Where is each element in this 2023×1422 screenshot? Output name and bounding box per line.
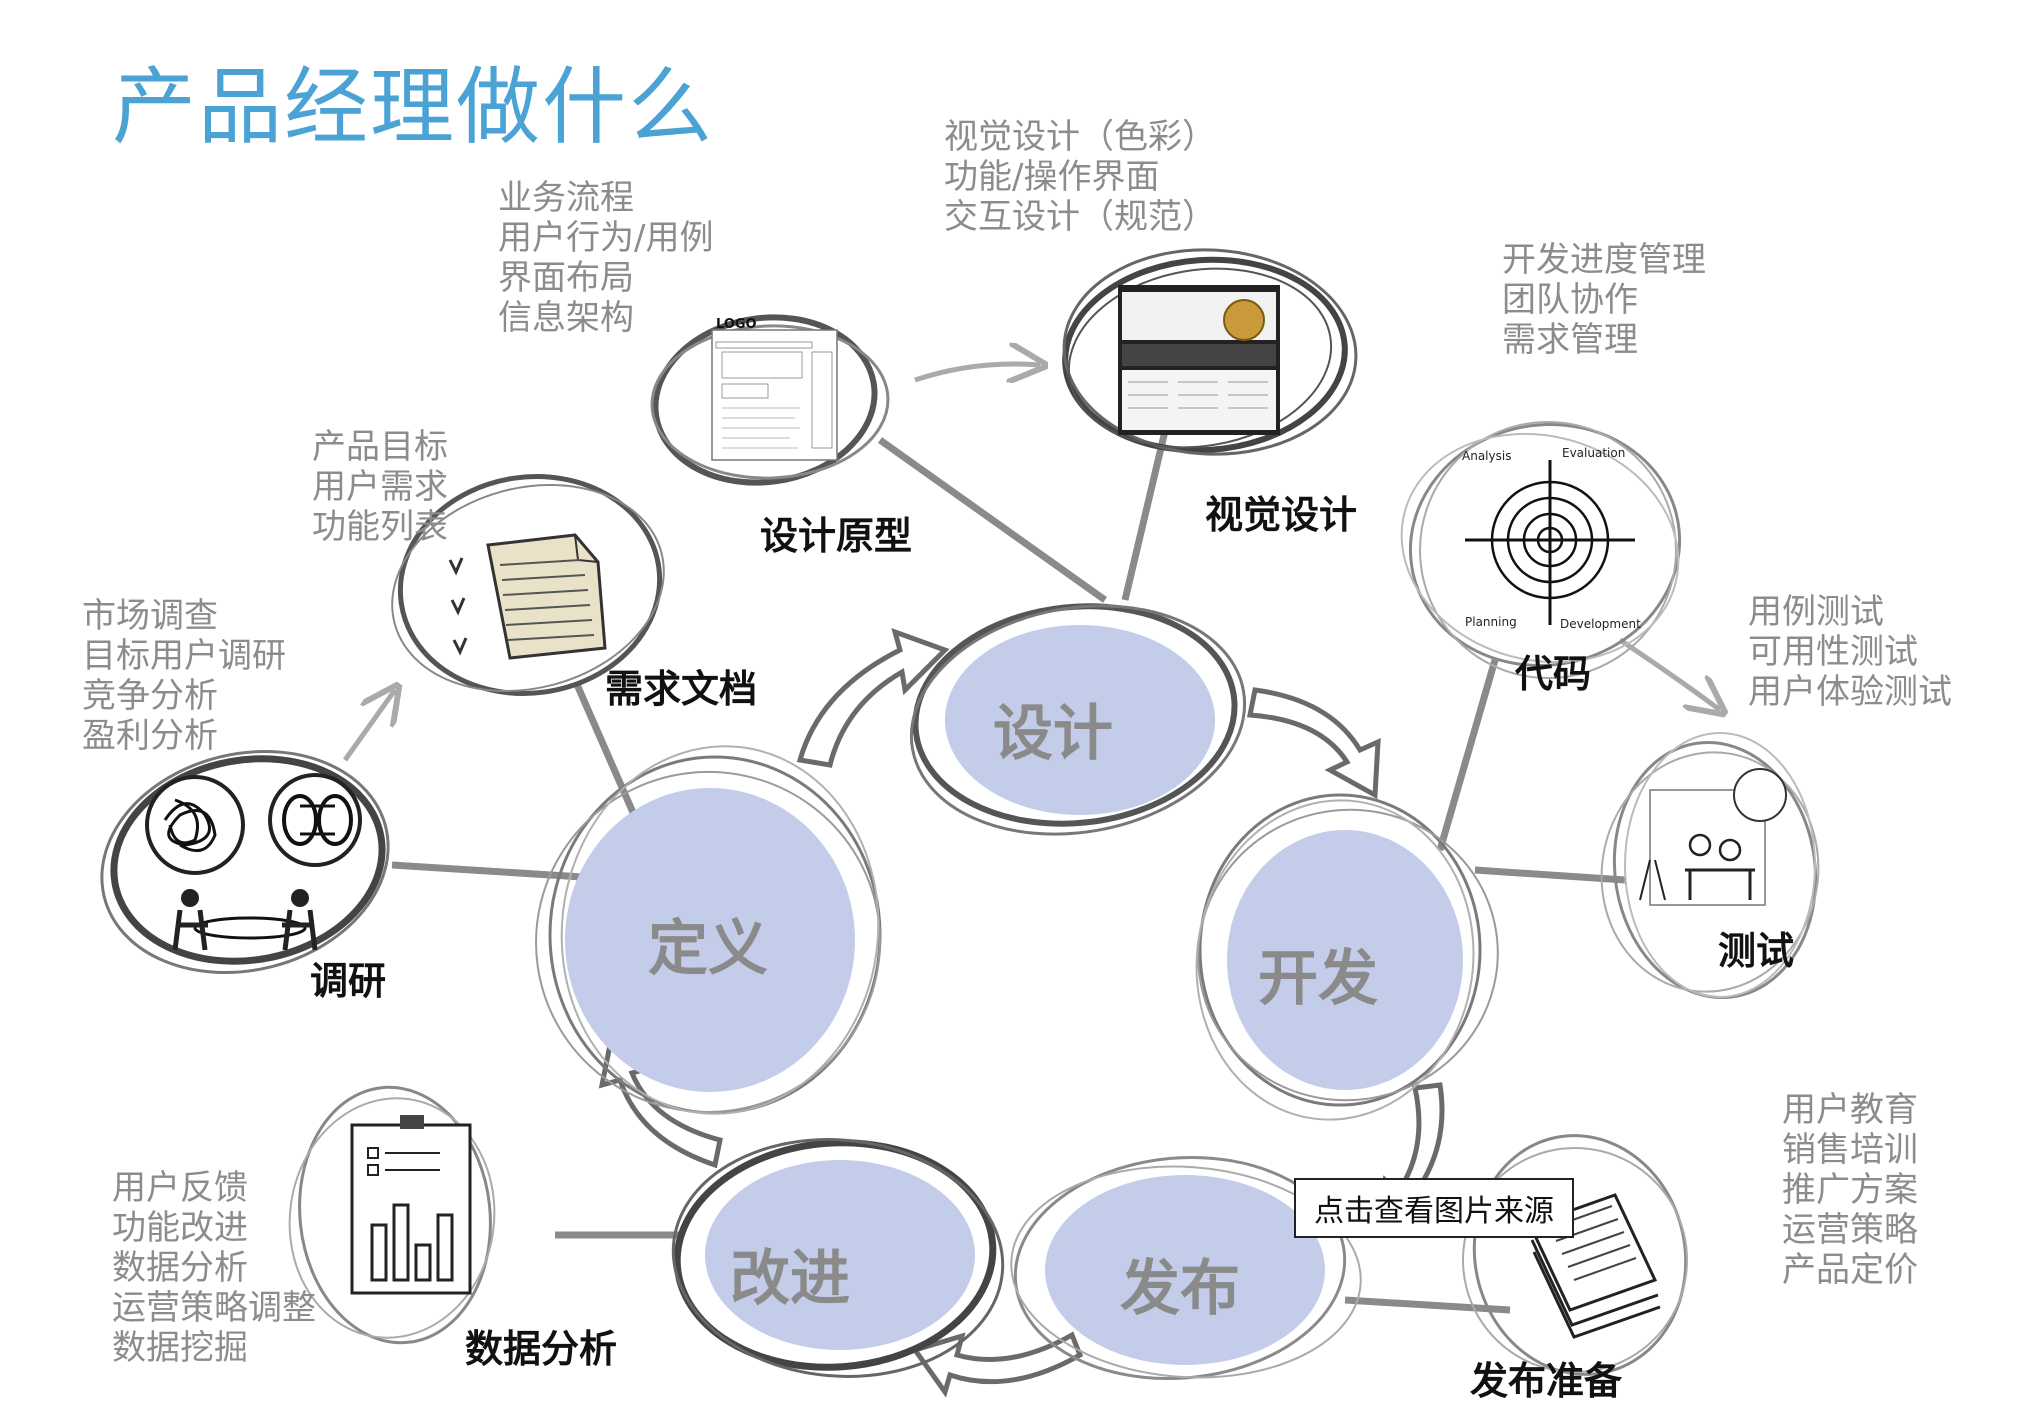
connector-code-develop xyxy=(1436,659,1499,851)
arrow-research-to-requirements xyxy=(342,690,395,762)
notes-code: 开发进度管理 团队协作 需求管理 xyxy=(1502,240,1706,360)
phase-label-define: 定义 xyxy=(648,914,768,984)
notes-research: 市场调查 目标用户调研 竞争分析 盈利分析 xyxy=(82,596,286,756)
note-item: 功能列表 xyxy=(312,507,448,547)
phase-circle-define xyxy=(535,745,882,1115)
notes-requirements: 产品目标 用户需求 功能列表 xyxy=(312,427,448,547)
note-item: 运营策略 xyxy=(1782,1210,1918,1250)
connector-lines xyxy=(391,409,1626,1314)
svg-text:Development: Development xyxy=(1560,617,1641,631)
speech-bubble xyxy=(1733,768,1787,822)
node-label-prototype: 设计原型 xyxy=(760,514,913,558)
note-item: 交互设计（规范） xyxy=(944,197,1216,237)
arrow-define-to-design xyxy=(796,628,950,768)
connector-testing-develop xyxy=(1474,866,1626,884)
note-item: 数据分析 xyxy=(112,1248,248,1288)
notes-testing: 用例测试 可用性测试 用户体验测试 xyxy=(1748,592,1952,712)
connector-visual-design xyxy=(1121,409,1174,601)
research-illustration xyxy=(100,749,390,975)
note-item: 功能/操作界面 xyxy=(944,157,1160,197)
guide-arrows xyxy=(342,364,1720,762)
note-item: 开发进度管理 xyxy=(1502,240,1706,280)
node-label-requirements: 需求文档 xyxy=(605,667,758,711)
note-item: 用户体验测试 xyxy=(1748,672,1952,712)
note-item: 界面布局 xyxy=(498,258,634,298)
note-item: 推广方案 xyxy=(1782,1170,1918,1210)
phase-circle-develop xyxy=(1195,793,1499,1121)
note-item: 用户教育 xyxy=(1782,1090,1918,1130)
node-label-research: 调研 xyxy=(310,959,387,1003)
code-illustration: Analysis Evaluation Planning Development xyxy=(1400,421,1682,679)
node-label-data-analysis: 数据分析 xyxy=(465,1327,618,1371)
view-image-source-button[interactable]: 点击查看图片来源 xyxy=(1294,1178,1574,1238)
thought-bubble-tangle xyxy=(145,775,245,875)
note-item: 功能改进 xyxy=(112,1208,248,1248)
arrow-prototype-to-visual xyxy=(914,364,1040,380)
phase-circle-improve xyxy=(671,1138,1005,1378)
notes-visual: 视觉设计（色彩） 功能/操作界面 交互设计（规范） xyxy=(944,117,1216,237)
phase-circle-release xyxy=(1010,1155,1362,1381)
svg-text:LOGO: LOGO xyxy=(716,317,757,332)
note-item: 用户反馈 xyxy=(112,1168,248,1208)
note-item: 目标用户调研 xyxy=(82,636,286,676)
visual-design-illustration xyxy=(1062,248,1358,456)
svg-text:Planning: Planning xyxy=(1465,615,1517,629)
phase-label-design: 设计 xyxy=(993,699,1113,769)
data-analysis-illustration xyxy=(288,1085,496,1345)
note-item: 用户需求 xyxy=(312,467,448,507)
notes-prototype: 业务流程 用户行为/用例 界面布局 信息架构 xyxy=(498,178,713,338)
note-item: 销售培训 xyxy=(1782,1130,1918,1170)
requirements-illustration xyxy=(391,474,665,696)
phase-label-develop: 开发 xyxy=(1258,944,1378,1014)
svg-text:Analysis: Analysis xyxy=(1462,449,1511,463)
page-title: 产品经理做什么 xyxy=(112,58,715,156)
note-item: 用例测试 xyxy=(1748,592,1884,632)
node-label-release-prep: 发布准备 xyxy=(1470,1359,1623,1403)
meeting-table xyxy=(193,916,307,940)
node-label-code: 代码 xyxy=(1515,652,1592,696)
notes-data-analysis: 用户反馈 功能改进 数据分析 运营策略调整 数据挖掘 xyxy=(112,1168,316,1368)
note-item: 产品定价 xyxy=(1782,1250,1918,1290)
note-item: 数据挖掘 xyxy=(112,1328,248,1368)
note-item: 可用性测试 xyxy=(1748,632,1918,672)
cycle-arrows xyxy=(598,628,1445,1398)
note-item: 市场调查 xyxy=(82,596,218,636)
node-label-visual: 视觉设计 xyxy=(1205,493,1358,537)
svg-text:Evaluation: Evaluation xyxy=(1562,446,1625,460)
phase-label-release: 发布 xyxy=(1120,1254,1240,1324)
note-item: 需求管理 xyxy=(1502,320,1638,360)
note-item: 业务流程 xyxy=(498,178,634,218)
note-item: 用户行为/用例 xyxy=(498,218,714,258)
note-item: 运营策略调整 xyxy=(112,1288,316,1328)
arrow-code-to-testing xyxy=(1618,637,1720,710)
note-item: 产品目标 xyxy=(312,427,448,467)
notes-release-prep: 用户教育 销售培训 推广方案 运营策略 产品定价 xyxy=(1782,1090,1918,1290)
phase-label-improve: 改进 xyxy=(730,1244,850,1314)
note-item: 团队协作 xyxy=(1502,280,1638,320)
prototype-illustration: LOGO xyxy=(650,314,890,486)
connector-release-prep xyxy=(1344,1296,1511,1314)
testing-illustration xyxy=(1600,732,1820,1000)
connector-prototype-design xyxy=(877,437,1108,603)
note-item: 信息架构 xyxy=(498,298,634,338)
arrow-design-to-develop xyxy=(1246,687,1381,800)
node-label-testing: 测试 xyxy=(1718,929,1795,973)
arrow-release-to-improve xyxy=(910,1331,1084,1398)
note-item: 视觉设计（色彩） xyxy=(944,117,1216,157)
note-item: 盈利分析 xyxy=(82,716,218,756)
note-item: 竞争分析 xyxy=(82,676,218,716)
phase-circle-design xyxy=(909,603,1247,836)
